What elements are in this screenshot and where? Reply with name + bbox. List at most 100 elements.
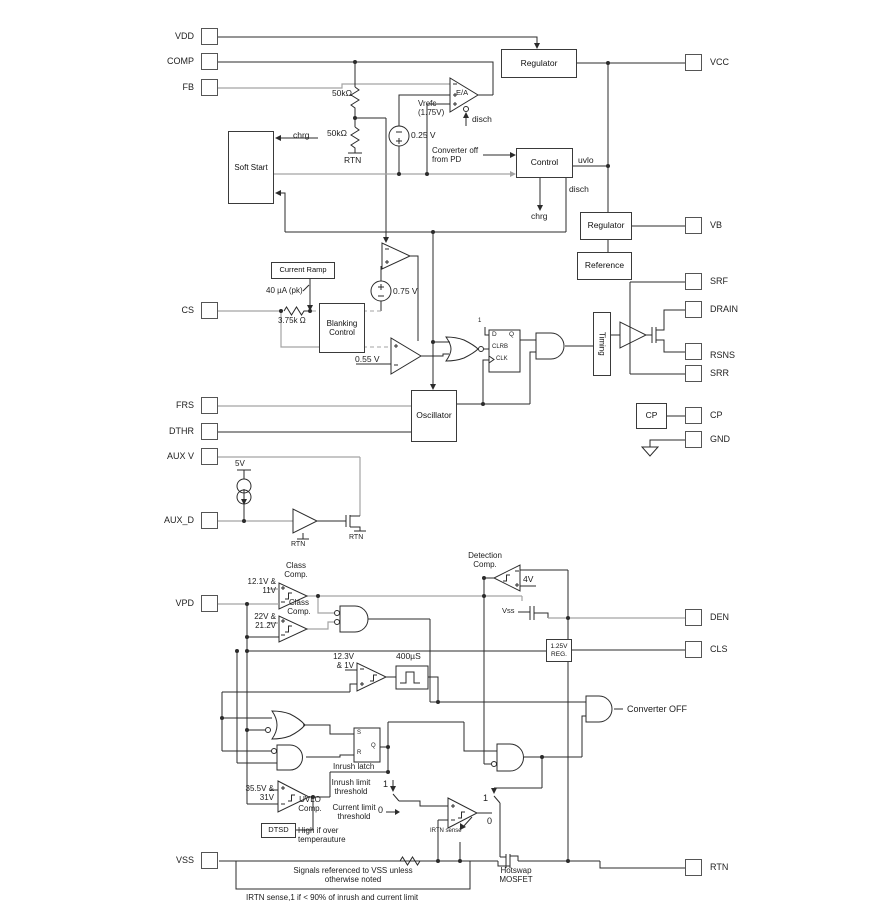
pin-srr-label: SRR — [710, 368, 730, 378]
rtn-divider-label: RTN — [344, 155, 362, 165]
converter-off-output-label: Converter OFF — [627, 704, 688, 714]
pin-den — [685, 609, 702, 626]
pin-gnd — [685, 431, 702, 448]
4v-threshold-label: 4V — [523, 574, 534, 584]
current-threshold-label: Current limit threshold — [332, 803, 376, 822]
switch2-position1-label: 1 — [483, 793, 489, 803]
pin-cls-label: CLS — [710, 644, 728, 654]
chrg-signal-label: chrg — [531, 211, 548, 221]
error-amp-label: E/A — [456, 88, 469, 97]
pin-auxd — [201, 512, 218, 529]
pin-rtn — [685, 859, 702, 876]
latch-r-label: R — [357, 750, 362, 756]
0v55-threshold-label: 0.55 V — [355, 354, 380, 364]
dff-clrb-label: CLRB — [492, 344, 509, 350]
vb-regulator-block: Regulator — [580, 212, 632, 240]
overtemp-note-label: High if over temperauture — [298, 826, 346, 845]
12v3-threshold-label: 12.3V & 1V — [333, 652, 354, 671]
rtn-buffer-label: RTN — [291, 541, 306, 548]
class-comp1-label: Class Comp. — [284, 561, 308, 580]
pin-cp — [685, 407, 702, 424]
pin-rsns — [685, 343, 702, 360]
reference-note: Signals referenced to VSS unless otherwi… — [293, 866, 413, 885]
irtn-note: IRTN sense,1 if < 90% of inrush and curr… — [246, 893, 419, 902]
current-ramp-block: Current Ramp — [271, 262, 335, 279]
chrg-softstart-label: chrg — [293, 130, 310, 140]
pin-gnd-label: GND — [710, 434, 730, 444]
switch1-position1-label: 1 — [383, 779, 389, 789]
pin-fb — [201, 79, 218, 96]
pin-drain-label: DRAIN — [710, 304, 739, 314]
dff-q-label: Q — [509, 331, 515, 338]
pin-vdd-label: VDD — [174, 31, 194, 41]
uvlo-comp-label: UVLO Comp. — [298, 795, 322, 814]
pin-rtn-label: RTN — [710, 862, 729, 872]
reference-block: Reference — [577, 252, 632, 280]
dff-d-label: D — [492, 331, 497, 338]
5v-supply-label: 5V — [235, 459, 245, 468]
cp-block: CP — [636, 403, 667, 429]
pin-auxv-label: AUX V — [166, 451, 194, 461]
0v25-source-label: 0.25 V — [411, 130, 436, 140]
class-comp1-threshold: 12.1V & 11V — [247, 577, 276, 596]
timing-block: Timing — [593, 312, 611, 376]
pin-vb — [685, 217, 702, 234]
converter-off-from-pd-label: Converter off from PD — [432, 146, 479, 165]
detection-comp-label: Detection Comp. — [468, 551, 502, 570]
blanking-control-block: Blanking Control — [319, 303, 365, 353]
pin-drain — [685, 301, 702, 318]
pin-srr — [685, 365, 702, 382]
regulator-block: Regulator — [501, 49, 577, 78]
control-block: Control — [516, 148, 573, 178]
resistor-50k-bottom-label: 50kΩ — [326, 128, 347, 138]
vss-gate-label: Vss — [502, 606, 515, 615]
pin-cs — [201, 302, 218, 319]
pin-vpd-label: VPD — [175, 598, 194, 608]
dff-clk-label: CLK — [496, 356, 508, 362]
pin-frs — [201, 397, 218, 414]
pin-srf-label: SRF — [710, 276, 728, 286]
uvlo-signal-label: uvlo — [578, 155, 594, 165]
vrefc-label: Vrefc (1.75V) — [418, 99, 445, 118]
pin-comp-label: COMP — [167, 56, 194, 66]
oscillator-block: Oscillator — [411, 390, 457, 442]
resistor-50k-top-label: 50kΩ — [331, 88, 352, 98]
inrush-threshold-label: Inrush limit threshold — [331, 778, 371, 797]
pin-rsns-label: RSNS — [710, 350, 736, 360]
pin-cs-label: CS — [181, 305, 194, 315]
irtn-sense-label: IRTN sense — [430, 828, 462, 834]
pin-frs-label: FRS — [176, 400, 194, 410]
pin-comp — [201, 53, 218, 70]
hotswap-mosfet-label: Hotswap MOSFET — [499, 866, 533, 885]
pin-vss — [201, 852, 218, 869]
400us-pulse-label: 400µS — [396, 651, 421, 661]
pin-srf — [685, 273, 702, 290]
class-comp2-threshold: 22V & 21.2V — [254, 612, 276, 631]
latch-s-label: S — [357, 730, 362, 736]
inrush-latch-caption: Inrush latch — [333, 762, 375, 771]
cs-resistor-label: 3.75k Ω — [278, 316, 306, 325]
pin-auxd-label: AUX_D — [163, 515, 194, 525]
ramp-current-label: 40 µA (pk) — [266, 286, 303, 295]
junction-dots — [220, 60, 610, 863]
disch-ea-label: disch — [472, 114, 492, 124]
pin-auxv — [201, 448, 218, 465]
pin-den-label: DEN — [710, 612, 730, 622]
dff-tie-high: 1 — [478, 318, 482, 324]
pin-vpd — [201, 595, 218, 612]
pin-vss-label: VSS — [175, 855, 194, 865]
disch-signal-label: disch — [569, 184, 589, 194]
pin-vb-label: VB — [710, 220, 723, 230]
rtn-aux-fet-label: RTN — [349, 534, 364, 541]
switch1-position0-label: 0 — [378, 805, 384, 815]
1v25-reg-block: 1.25V REG. — [546, 639, 572, 662]
latch-q-label: Q — [371, 743, 376, 749]
soft-start-block: Soft Start — [228, 131, 274, 204]
pin-cp-label: CP — [710, 410, 723, 420]
pin-vcc-label: VCC — [710, 57, 730, 67]
pin-dthr-label: DTHR — [169, 426, 194, 436]
class-comp2-label: Class Comp. — [287, 598, 311, 617]
pin-fb-label: FB — [182, 82, 194, 92]
